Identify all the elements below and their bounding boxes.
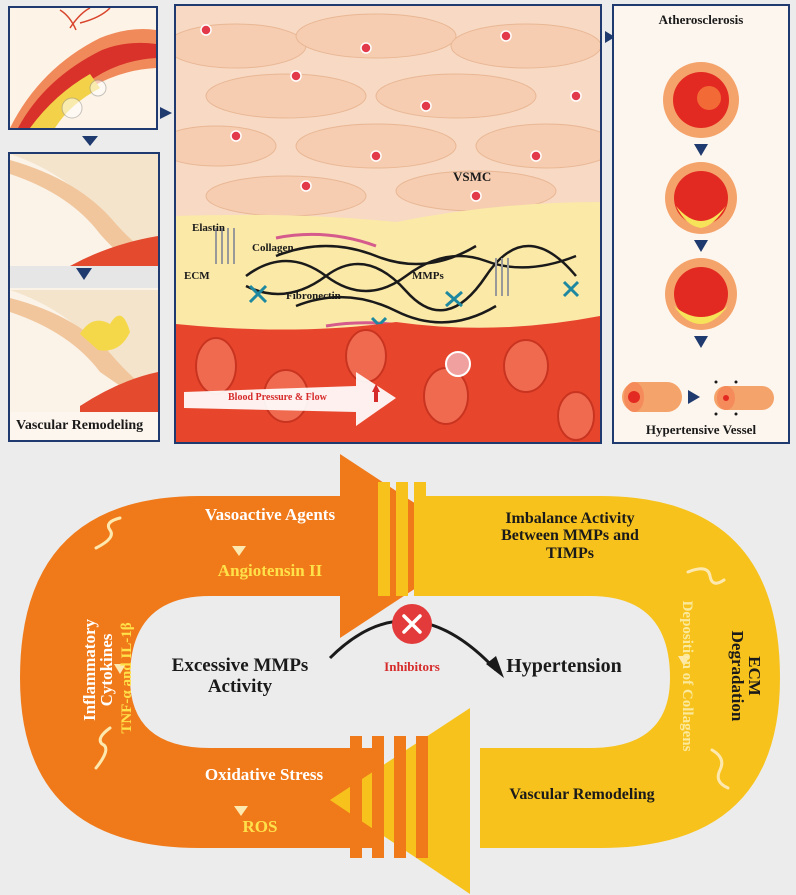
right-arrow-icon bbox=[605, 31, 615, 43]
mmp-cycle-diagram bbox=[20, 454, 780, 894]
vessel-closeup-panel bbox=[8, 6, 158, 130]
atherosclerosis-panel: Atherosclerosis Hypertensive Vessel bbox=[612, 4, 790, 444]
vascular-remodeling-caption: Vascular Remodeling bbox=[16, 418, 144, 433]
excessive-mmps-label: Excessive MMPs Activity bbox=[150, 655, 330, 697]
imbalance-line-2: Between MMPs and bbox=[501, 527, 639, 545]
hypertensive-vessel-caption: Hypertensive Vessel bbox=[645, 422, 757, 437]
excessive-line-1: Excessive MMPs bbox=[171, 655, 309, 676]
ecm-illustration bbox=[176, 6, 600, 442]
vascular-remodeling-cycle-label: Vascular Remodeling bbox=[509, 786, 655, 803]
right-arrow-icon bbox=[160, 107, 172, 119]
cytokines-label: Cytokines bbox=[97, 633, 116, 707]
vascular-remodeling-panel: Vascular Remodeling bbox=[8, 152, 160, 442]
excessive-line-2: Activity bbox=[207, 675, 273, 697]
imbalance-label: Imbalance Activity Between MMPs and TIMP… bbox=[470, 510, 670, 562]
imbalance-line-3: TIMPs bbox=[546, 544, 594, 562]
collagen-label: Collagen bbox=[252, 242, 294, 254]
ros-label: ROS bbox=[242, 817, 278, 836]
blood-pressure-flow-label: Blood Pressure & Flow bbox=[228, 392, 327, 403]
vasoactive-agents-label: Vasoactive Agents bbox=[204, 505, 336, 524]
atherosclerosis-title: Atherosclerosis bbox=[658, 12, 744, 27]
fibronectin-label: Fibronectin bbox=[286, 290, 341, 302]
mmps-label: MMPs bbox=[412, 270, 444, 282]
hypertension-label: Hypertension bbox=[506, 655, 622, 677]
degradation-label: Degradation bbox=[728, 630, 747, 722]
elastin-label: Elastin bbox=[192, 222, 226, 234]
ecm-cycle-label: ECM bbox=[745, 656, 764, 696]
angiotensin-label: Angiotensin II bbox=[217, 561, 323, 580]
inhibitors-label: Inhibitors bbox=[384, 659, 440, 674]
deposition-label: Deposition of Collagens bbox=[679, 600, 695, 752]
vsmc-label: VSMC bbox=[453, 169, 492, 184]
vessel-wall-illustration bbox=[10, 154, 158, 412]
ecm-label: ECM bbox=[184, 270, 210, 282]
oxidative-stress-label: Oxidative Stress bbox=[204, 765, 324, 784]
down-arrow-icon bbox=[76, 268, 92, 280]
artery-illustration bbox=[10, 8, 156, 128]
down-arrow-icon bbox=[82, 136, 98, 146]
atherosclerosis-stages bbox=[622, 62, 774, 416]
imbalance-line-1: Imbalance Activity bbox=[505, 510, 635, 527]
ecm-detail-panel: VSMC Elastin Collagen ECM MMPs Fibronect… bbox=[174, 4, 602, 444]
tnf-il-label: TNF-α and IL-1β bbox=[119, 622, 135, 734]
